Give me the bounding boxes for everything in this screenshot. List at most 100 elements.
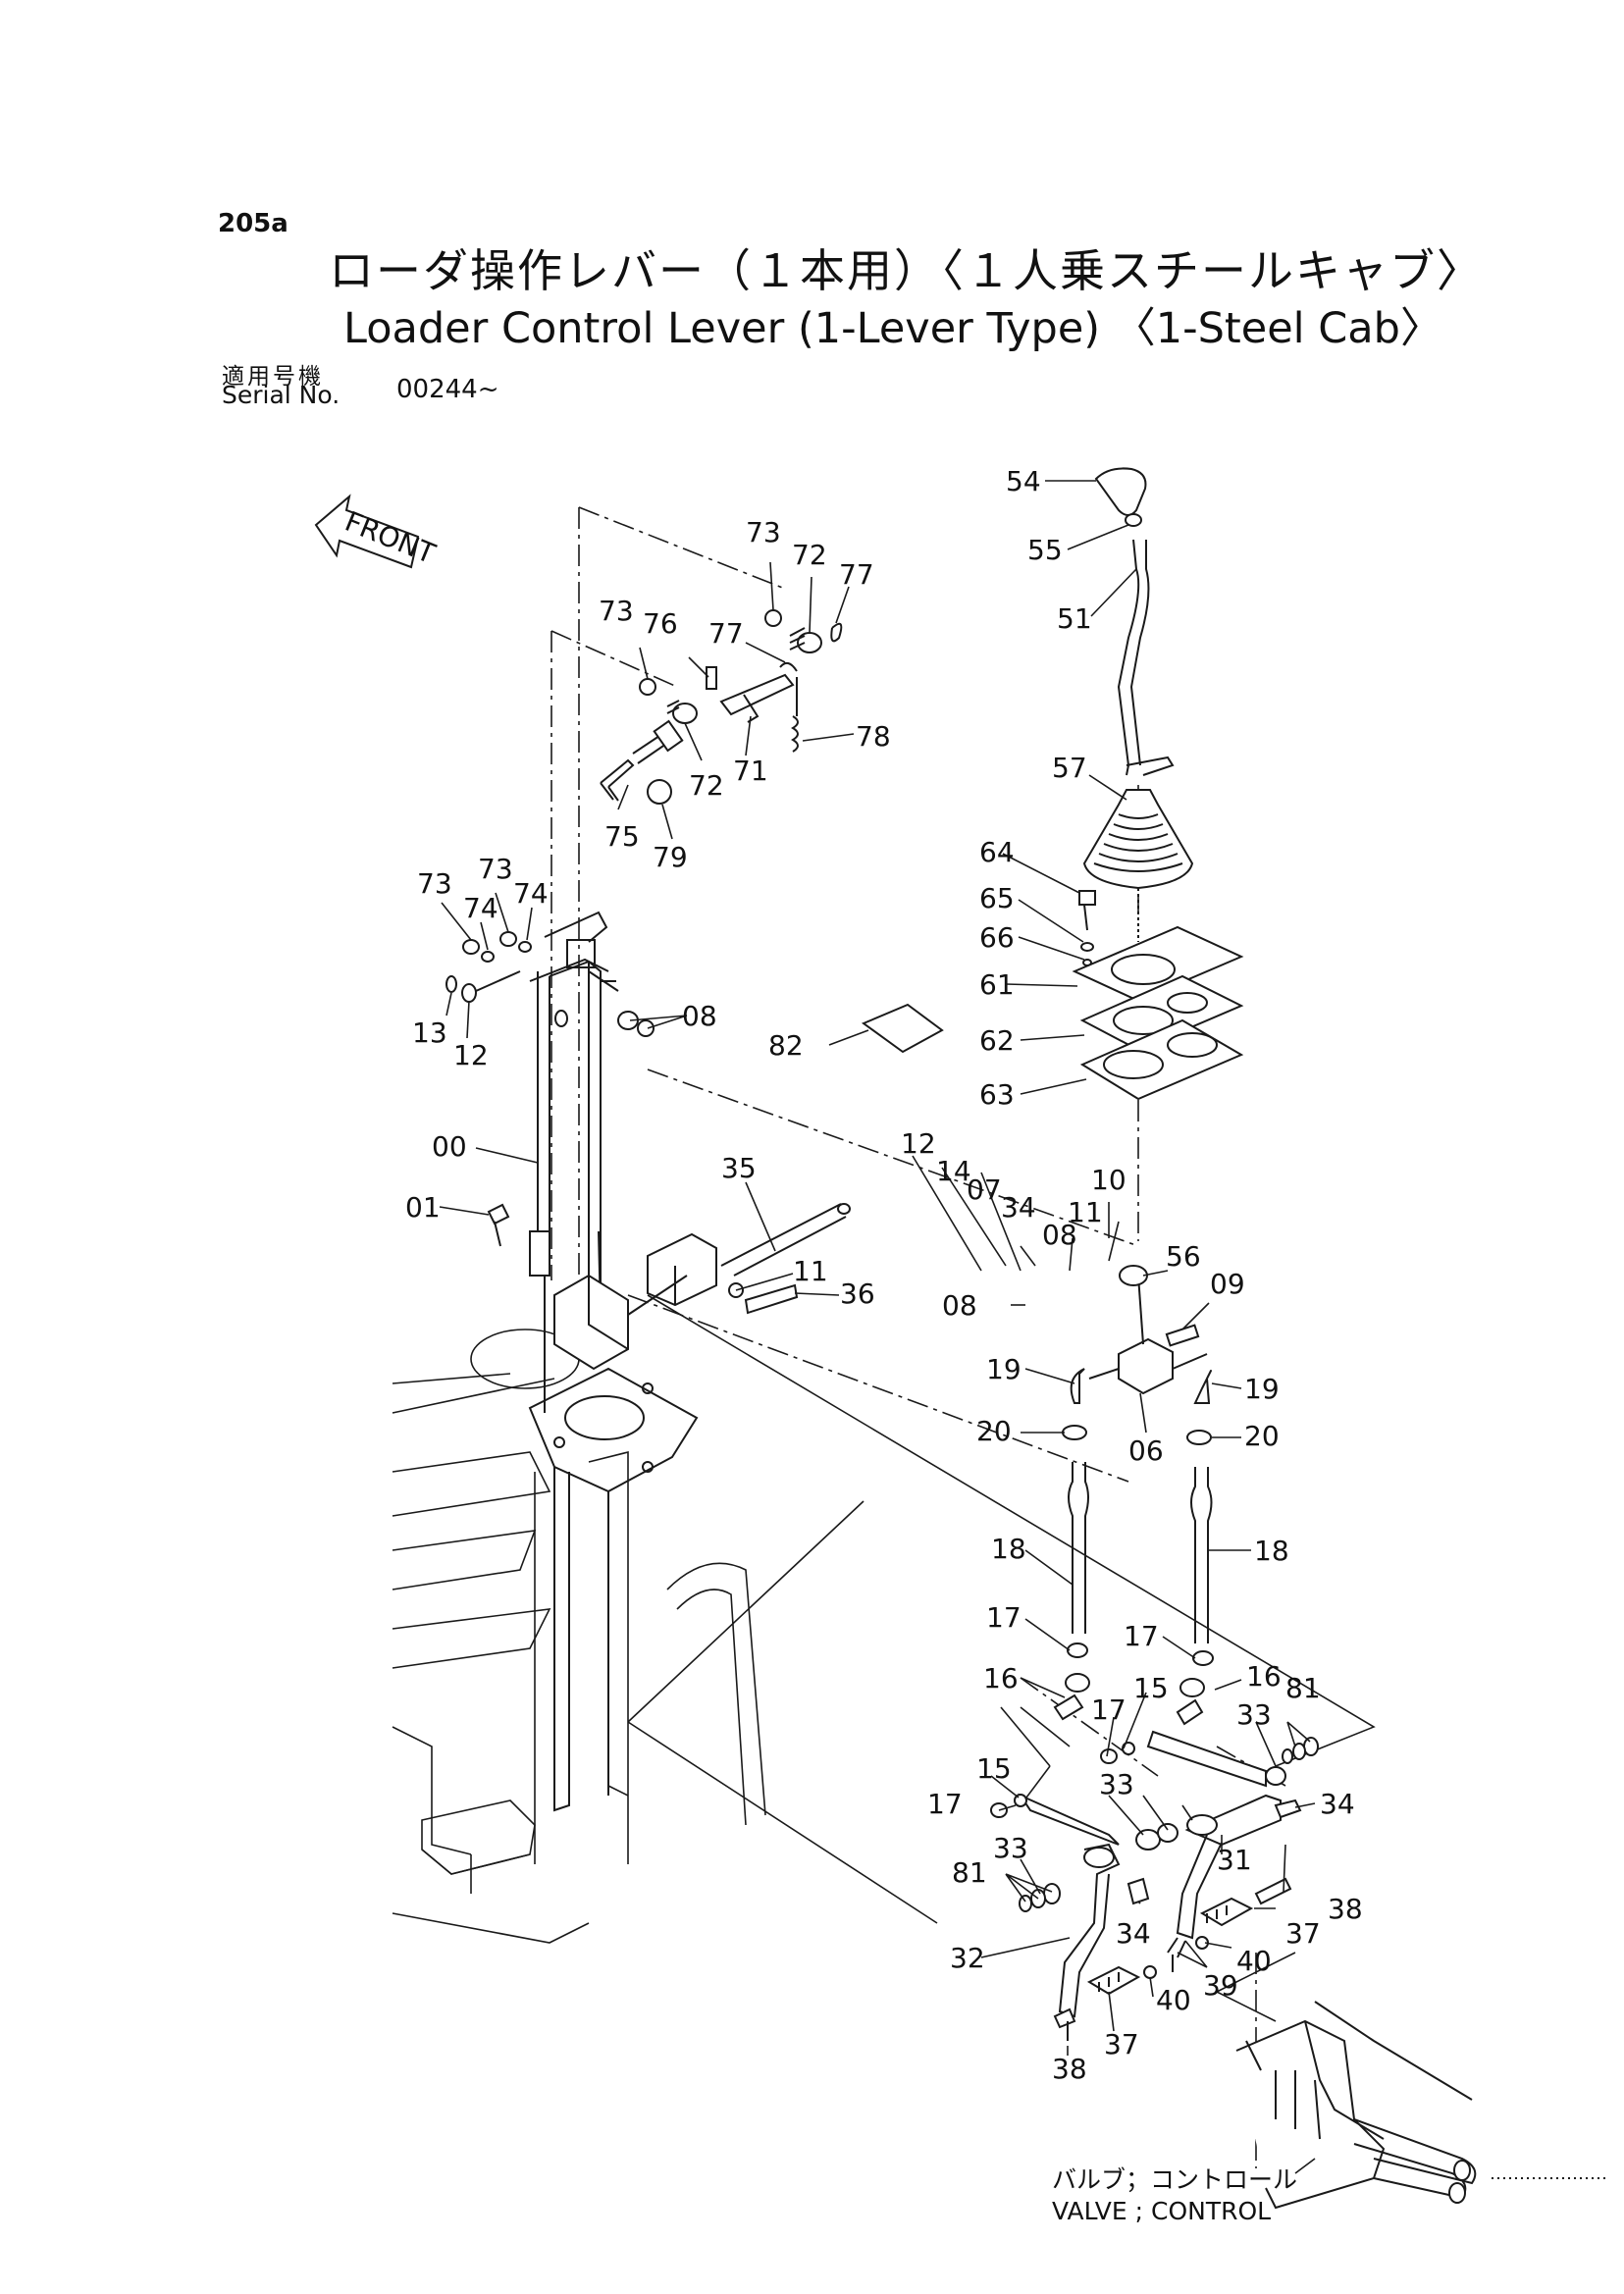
serial-number-value: 00244~ [396, 375, 499, 404]
callout-17-a: 17 [986, 1601, 1022, 1634]
callout-18-b: 18 [1254, 1535, 1289, 1567]
callout-51: 51 [1057, 602, 1092, 635]
callout-62: 62 [979, 1024, 1015, 1057]
callout-16-a: 16 [983, 1662, 1019, 1694]
callout-09: 09 [1210, 1268, 1245, 1300]
bolt-01 [487, 1203, 510, 1247]
callout-39: 39 [1203, 1969, 1238, 2002]
callout-74-b: 74 [513, 877, 549, 910]
callout-37-b: 37 [1104, 2028, 1139, 2060]
callout-08-c: 08 [942, 1289, 977, 1322]
callout-79: 79 [653, 841, 688, 873]
lever-knob [1094, 467, 1175, 776]
cover-plates [1072, 890, 1244, 1101]
lever-boot [1082, 789, 1194, 942]
callout-34-a: 34 [1001, 1191, 1036, 1224]
callout-34-b: 34 [1320, 1788, 1355, 1820]
callout-12-b: 12 [901, 1127, 936, 1160]
control-valve [1235, 2001, 1609, 2210]
callout-17-b: 17 [1124, 1620, 1159, 1652]
bracket-assembly [529, 911, 619, 1413]
callout-34-c: 34 [1116, 1917, 1151, 1950]
callout-73-b: 73 [599, 595, 634, 627]
callout-74-a: 74 [463, 892, 498, 924]
callout-19-a: 19 [986, 1353, 1022, 1385]
callout-labels: 54 55 51 57 64 65 66 61 62 63 82 73 72 7… [405, 465, 1363, 2225]
callout-08-a: 08 [682, 1000, 717, 1032]
callout-72-a: 72 [792, 539, 827, 571]
callout-54: 54 [1006, 465, 1041, 497]
callout-73-a: 73 [746, 516, 781, 548]
serial-label-japanese: 適用号機 [222, 364, 324, 390]
leader-lines [439, 480, 1316, 2174]
lower-linkage [990, 1673, 1319, 2018]
callout-16-b: 16 [1246, 1660, 1282, 1693]
callout-61: 61 [979, 968, 1015, 1001]
callout-55: 55 [1027, 534, 1063, 566]
callout-17-d: 17 [927, 1788, 963, 1820]
callout-18-a: 18 [991, 1533, 1026, 1565]
valve-label-japanese: バルブ；コントロール [1052, 2165, 1297, 2194]
callout-56: 56 [1166, 1240, 1201, 1273]
callout-76: 76 [643, 607, 678, 640]
callout-57: 57 [1052, 752, 1087, 784]
callout-32: 32 [950, 1942, 985, 1974]
title-japanese: ローダ操作レバー（１本用）〈１人乗スチールキャブ〉 [329, 244, 1484, 297]
callout-38-a: 38 [1328, 1893, 1363, 1925]
callout-33-b: 33 [1099, 1768, 1134, 1800]
callout-01: 01 [405, 1191, 441, 1224]
lever-base-block [553, 1203, 851, 1371]
callout-07: 07 [967, 1173, 1002, 1206]
valve-label-english: VALVE ; CONTROL [1052, 2197, 1271, 2225]
mounting-plate [528, 1367, 699, 1812]
callout-82: 82 [768, 1029, 804, 1062]
callout-11-a: 11 [793, 1255, 828, 1287]
front-arrow-label: FRONT [341, 505, 441, 571]
callout-81-b: 81 [952, 1856, 987, 1889]
callout-78: 78 [856, 720, 891, 753]
control-block [1062, 1265, 1212, 1445]
callout-15-a: 15 [1133, 1672, 1169, 1704]
callout-72-b: 72 [689, 769, 724, 802]
rod-75 [600, 719, 684, 805]
callout-08-b: 08 [1042, 1219, 1077, 1251]
callout-36: 36 [840, 1277, 875, 1310]
callout-71: 71 [733, 755, 768, 787]
callout-17-c: 17 [1091, 1694, 1126, 1726]
callout-06: 06 [1128, 1434, 1164, 1467]
callout-63: 63 [979, 1078, 1015, 1111]
callout-33-a: 33 [1236, 1698, 1272, 1731]
callout-37-a: 37 [1285, 1917, 1321, 1950]
callout-73-c: 73 [417, 867, 452, 900]
callout-77-a: 77 [839, 558, 874, 591]
callout-35: 35 [721, 1152, 757, 1184]
callout-15-b: 15 [976, 1752, 1012, 1785]
title-english: Loader Control Lever (1-Lever Type) 〈1-S… [343, 304, 1442, 353]
page-code: 205a [218, 209, 288, 238]
callout-13: 13 [412, 1017, 447, 1049]
front-arrow: FRONT [314, 494, 441, 571]
callout-20-b: 20 [1244, 1420, 1280, 1452]
assembly-outline [627, 1294, 1376, 2022]
callout-31: 31 [1217, 1844, 1252, 1876]
callout-14: 14 [936, 1155, 971, 1187]
cab-frame [392, 1329, 766, 1944]
serial-label-english: Serial No. [222, 381, 341, 409]
clevis-parts [1053, 1877, 1292, 2041]
callout-20-a: 20 [976, 1415, 1012, 1447]
callout-73-d: 73 [478, 853, 513, 885]
rods-18 [1067, 1462, 1214, 1666]
callout-19-b: 19 [1244, 1373, 1280, 1405]
callout-40-b: 40 [1156, 1984, 1191, 2016]
callout-11-b: 11 [1068, 1196, 1103, 1228]
callout-66: 66 [979, 921, 1015, 954]
callout-77-b: 77 [708, 617, 744, 650]
callout-40-a: 40 [1236, 1945, 1272, 1977]
callout-12-a: 12 [453, 1039, 489, 1071]
callout-64: 64 [979, 836, 1015, 868]
callout-81-a: 81 [1285, 1672, 1321, 1704]
callout-65: 65 [979, 882, 1015, 914]
callout-33-c: 33 [993, 1832, 1028, 1864]
callout-10: 10 [1091, 1164, 1126, 1196]
